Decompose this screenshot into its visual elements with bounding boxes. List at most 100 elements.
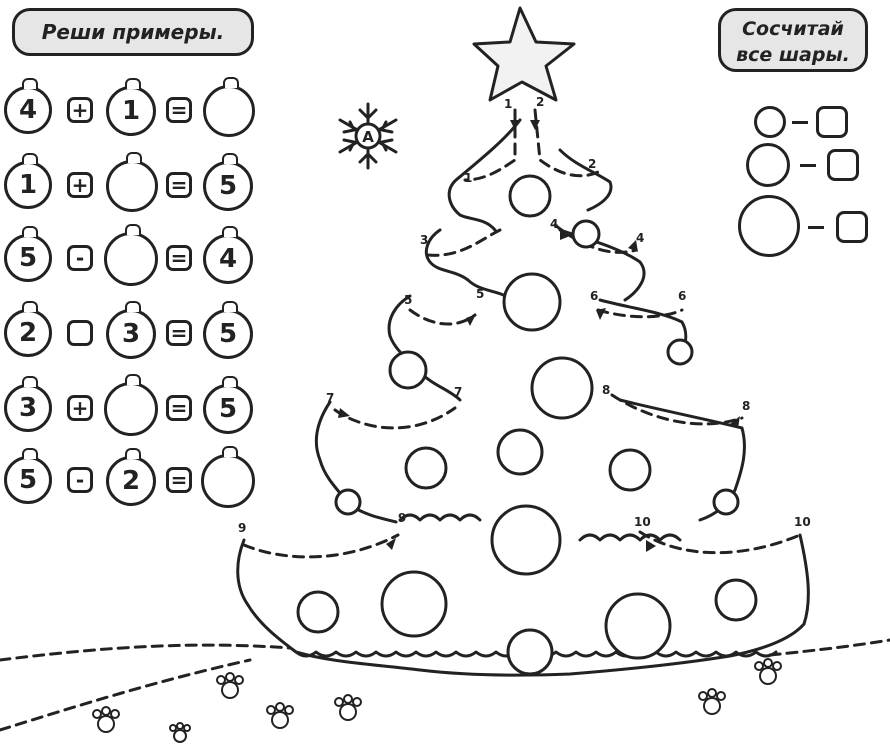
tree-ball	[388, 350, 428, 390]
tree-ball	[334, 488, 362, 516]
eq-1-operator[interactable]: +	[67, 97, 93, 123]
eq-4-operand-b[interactable]: 3	[106, 301, 156, 359]
arrow-head-icon	[560, 228, 570, 240]
eq-1-equals: =	[166, 97, 192, 123]
eq-5-equals: =	[166, 395, 192, 421]
eq-6-operand-b[interactable]: 2	[106, 448, 156, 506]
eq-4-operand-a[interactable]: 2	[4, 301, 52, 357]
arrow-head-icon	[596, 308, 606, 320]
tree-number: 4	[550, 217, 558, 231]
tree-ball	[604, 592, 672, 660]
count-small-answer-box[interactable]	[816, 106, 848, 138]
arrow-head-icon	[338, 408, 350, 418]
eq-2-operator[interactable]: +	[67, 172, 93, 198]
tree-dashed-guides	[0, 108, 890, 732]
eq-5-operand-b[interactable]	[104, 374, 158, 436]
tree-balls	[296, 174, 758, 676]
tree-ball	[490, 504, 562, 576]
eq-6-operand-a[interactable]: 5	[4, 448, 52, 504]
tree-number-labels: 1 2 1 2 4 3 4 5 5 6 6 7 7 8 8 9 9 10 10	[238, 95, 811, 535]
eq-3-operator[interactable]: -	[67, 245, 93, 271]
eq-6-equals: =	[166, 467, 192, 493]
tree-ball	[506, 628, 554, 676]
tree-number: 8	[602, 383, 610, 397]
tree-ball	[404, 446, 448, 490]
count-medium-dash	[800, 164, 816, 167]
eq-2-result[interactable]: 5	[203, 153, 253, 211]
tree-number: 9	[238, 521, 246, 535]
arrow-head-icon	[466, 314, 476, 326]
paw-print-icon	[266, 702, 294, 729]
tree-number: 6	[590, 289, 598, 303]
eq-2-operand-b[interactable]	[106, 152, 158, 212]
snowflake-icon	[338, 102, 398, 170]
paw-print-icon	[754, 658, 782, 685]
eq-6-operator[interactable]: -	[67, 467, 93, 493]
eq-6-result[interactable]	[201, 446, 255, 508]
tree-ball	[666, 338, 694, 366]
tree-number: 2	[536, 95, 544, 109]
eq-4-operator[interactable]	[67, 320, 93, 346]
tree-number: 7	[454, 385, 462, 399]
eq-4-equals: =	[166, 320, 192, 346]
count-small-ball-icon	[754, 106, 786, 138]
eq-4-result[interactable]: 5	[203, 301, 253, 359]
count-large-answer-box[interactable]	[836, 211, 868, 243]
count-medium-answer-box[interactable]	[827, 149, 859, 181]
tree-number: 8	[742, 399, 750, 413]
arrow-head-icon	[530, 120, 540, 130]
tree-ball	[496, 428, 544, 476]
paw-prints	[92, 658, 782, 743]
eq-2-equals: =	[166, 172, 192, 198]
tree-number: 4	[636, 231, 644, 245]
tree-arrow-heads	[338, 120, 740, 552]
eq-3-operand-a[interactable]: 5	[4, 226, 52, 282]
tree-number: 10	[634, 515, 651, 529]
arrow-head-icon	[646, 540, 656, 552]
tree-ball	[608, 448, 652, 492]
eq-1-operand-a[interactable]: 4	[4, 78, 52, 134]
eq-2-operand-a[interactable]: 1	[4, 153, 52, 209]
eq-3-result[interactable]: 4	[203, 226, 253, 284]
eq-1-operand-b[interactable]: 1	[106, 78, 156, 136]
count-small-dash	[792, 121, 808, 124]
count-large-ball-icon	[738, 195, 800, 257]
paw-print-icon	[698, 688, 726, 715]
eq-5-operator[interactable]: +	[67, 395, 93, 421]
arrow-head-icon	[386, 538, 396, 550]
eq-1-result[interactable]	[203, 77, 255, 137]
tree-number: 9	[398, 511, 406, 525]
arrow-head-icon	[510, 120, 520, 130]
star-icon	[472, 6, 576, 102]
tree-number: 1	[504, 97, 512, 111]
paw-print-icon	[216, 672, 244, 699]
tree-ball	[296, 590, 340, 634]
arrow-head-icon	[628, 240, 638, 252]
task-title-solve: Реши примеры.	[12, 8, 254, 56]
tree-ball	[508, 174, 552, 218]
count-large-dash	[808, 226, 824, 229]
tree-number: 2	[588, 157, 596, 171]
paw-print-icon	[92, 706, 120, 733]
tree-ball	[714, 578, 758, 622]
paw-print-icon	[334, 694, 362, 721]
tree-number: 7	[326, 391, 334, 405]
tree-ball	[712, 488, 740, 516]
eq-3-operand-b[interactable]	[104, 224, 158, 286]
tree-number: 3	[420, 233, 428, 247]
tree-number: 10	[794, 515, 811, 529]
paw-print-icon	[169, 722, 191, 743]
arrow-head-icon	[730, 416, 740, 428]
tree-ball	[530, 356, 594, 420]
eq-5-operand-a[interactable]: 3	[4, 376, 52, 432]
tree-ball	[502, 272, 562, 332]
task-title-count-line1: Сосчитай	[742, 18, 844, 40]
tree-number: 5	[404, 293, 412, 307]
tree-number: 1	[464, 171, 472, 185]
task-title-count-line2: все шары.	[736, 44, 850, 66]
tree-ball	[571, 219, 601, 249]
snowflake-letter: А	[362, 128, 374, 146]
eq-5-result[interactable]: 5	[203, 376, 253, 434]
